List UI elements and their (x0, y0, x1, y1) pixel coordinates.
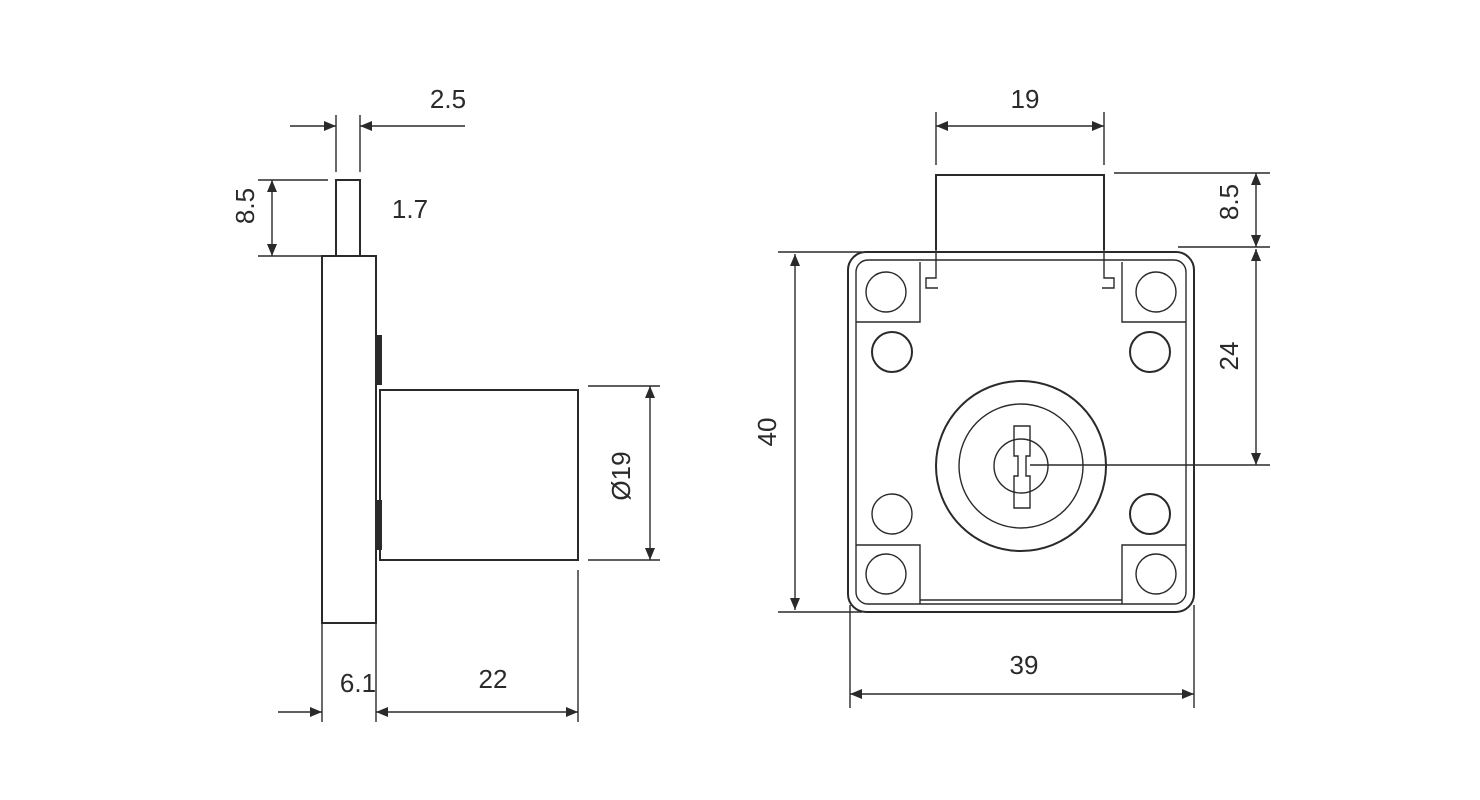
cylinder-inner (958, 403, 1084, 529)
screw-hole (1129, 493, 1171, 535)
mounting-plate (321, 255, 377, 624)
key-slot-icon (1013, 425, 1031, 509)
screw-hole (871, 493, 913, 535)
bolt-notch-left (925, 250, 938, 289)
lock-body-inner (855, 259, 1187, 605)
corner-hole (865, 271, 907, 313)
bolt-notch-right (1102, 250, 1115, 289)
bolt (935, 174, 1105, 250)
corner-recesses (856, 262, 1186, 604)
corner-hole (865, 553, 907, 595)
corner-hole (1135, 271, 1177, 313)
cylinder-outer (935, 380, 1107, 552)
screw-hole (1129, 331, 1171, 373)
dim-body-width: 39 (1010, 650, 1039, 680)
side-view: 2.5 8.5 1.7 Ø19 6.1 22 (230, 84, 660, 722)
dim-shaft-thickness: 1.7 (392, 194, 428, 224)
dim-shaft-height: 8.5 (230, 188, 260, 224)
dim-key-center-offset: 24 (1214, 342, 1244, 371)
keyway-ring (993, 438, 1049, 494)
dim-body-height: 40 (752, 418, 782, 447)
cylinder-body (379, 389, 579, 561)
dim-bolt-height: 8.5 (1214, 184, 1244, 220)
dim-bolt-width: 19 (1011, 84, 1040, 114)
dim-body-depth: 22 (479, 664, 508, 694)
screw-hole (871, 331, 913, 373)
dim-plate-thickness: 6.1 (340, 668, 376, 698)
shaft (335, 179, 361, 257)
dim-shaft-width: 2.5 (430, 84, 466, 114)
lock-body-outer (847, 251, 1195, 613)
corner-hole (1135, 553, 1177, 595)
front-view: 19 8.5 24 40 39 (752, 84, 1270, 708)
plate-tab-upper (376, 335, 382, 385)
dim-cylinder-diameter: Ø19 (606, 451, 636, 500)
